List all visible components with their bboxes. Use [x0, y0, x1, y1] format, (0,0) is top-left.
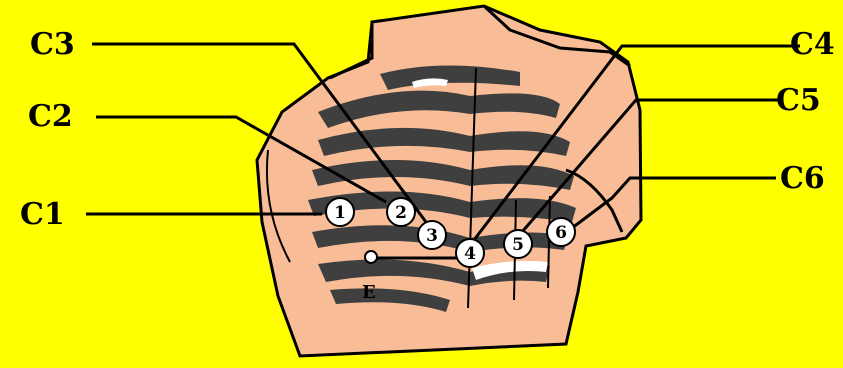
lead-label-c5: C5: [776, 86, 821, 116]
svg-text:1: 1: [334, 203, 346, 223]
lead-label-c3: C3: [30, 30, 75, 60]
electrode-5: 5: [504, 230, 532, 258]
electrode-6: 6: [547, 218, 575, 246]
electrode-4: 4: [456, 239, 484, 267]
svg-text:3: 3: [426, 226, 438, 246]
electrode-2: 2: [387, 198, 415, 226]
lead-label-c1: C1: [20, 200, 65, 230]
electrode-3: 3: [418, 221, 446, 249]
lead-label-c6: C6: [780, 164, 825, 194]
lead-label-c2: C2: [28, 102, 73, 132]
ground-electrode: [365, 251, 377, 263]
svg-text:5: 5: [512, 235, 524, 255]
lead-label-c4: C4: [790, 30, 835, 60]
svg-text:2: 2: [395, 203, 407, 223]
svg-text:4: 4: [464, 244, 476, 264]
svg-text:6: 6: [555, 223, 567, 243]
electrode-1: 1: [326, 198, 354, 226]
ground-label: E: [362, 282, 376, 303]
